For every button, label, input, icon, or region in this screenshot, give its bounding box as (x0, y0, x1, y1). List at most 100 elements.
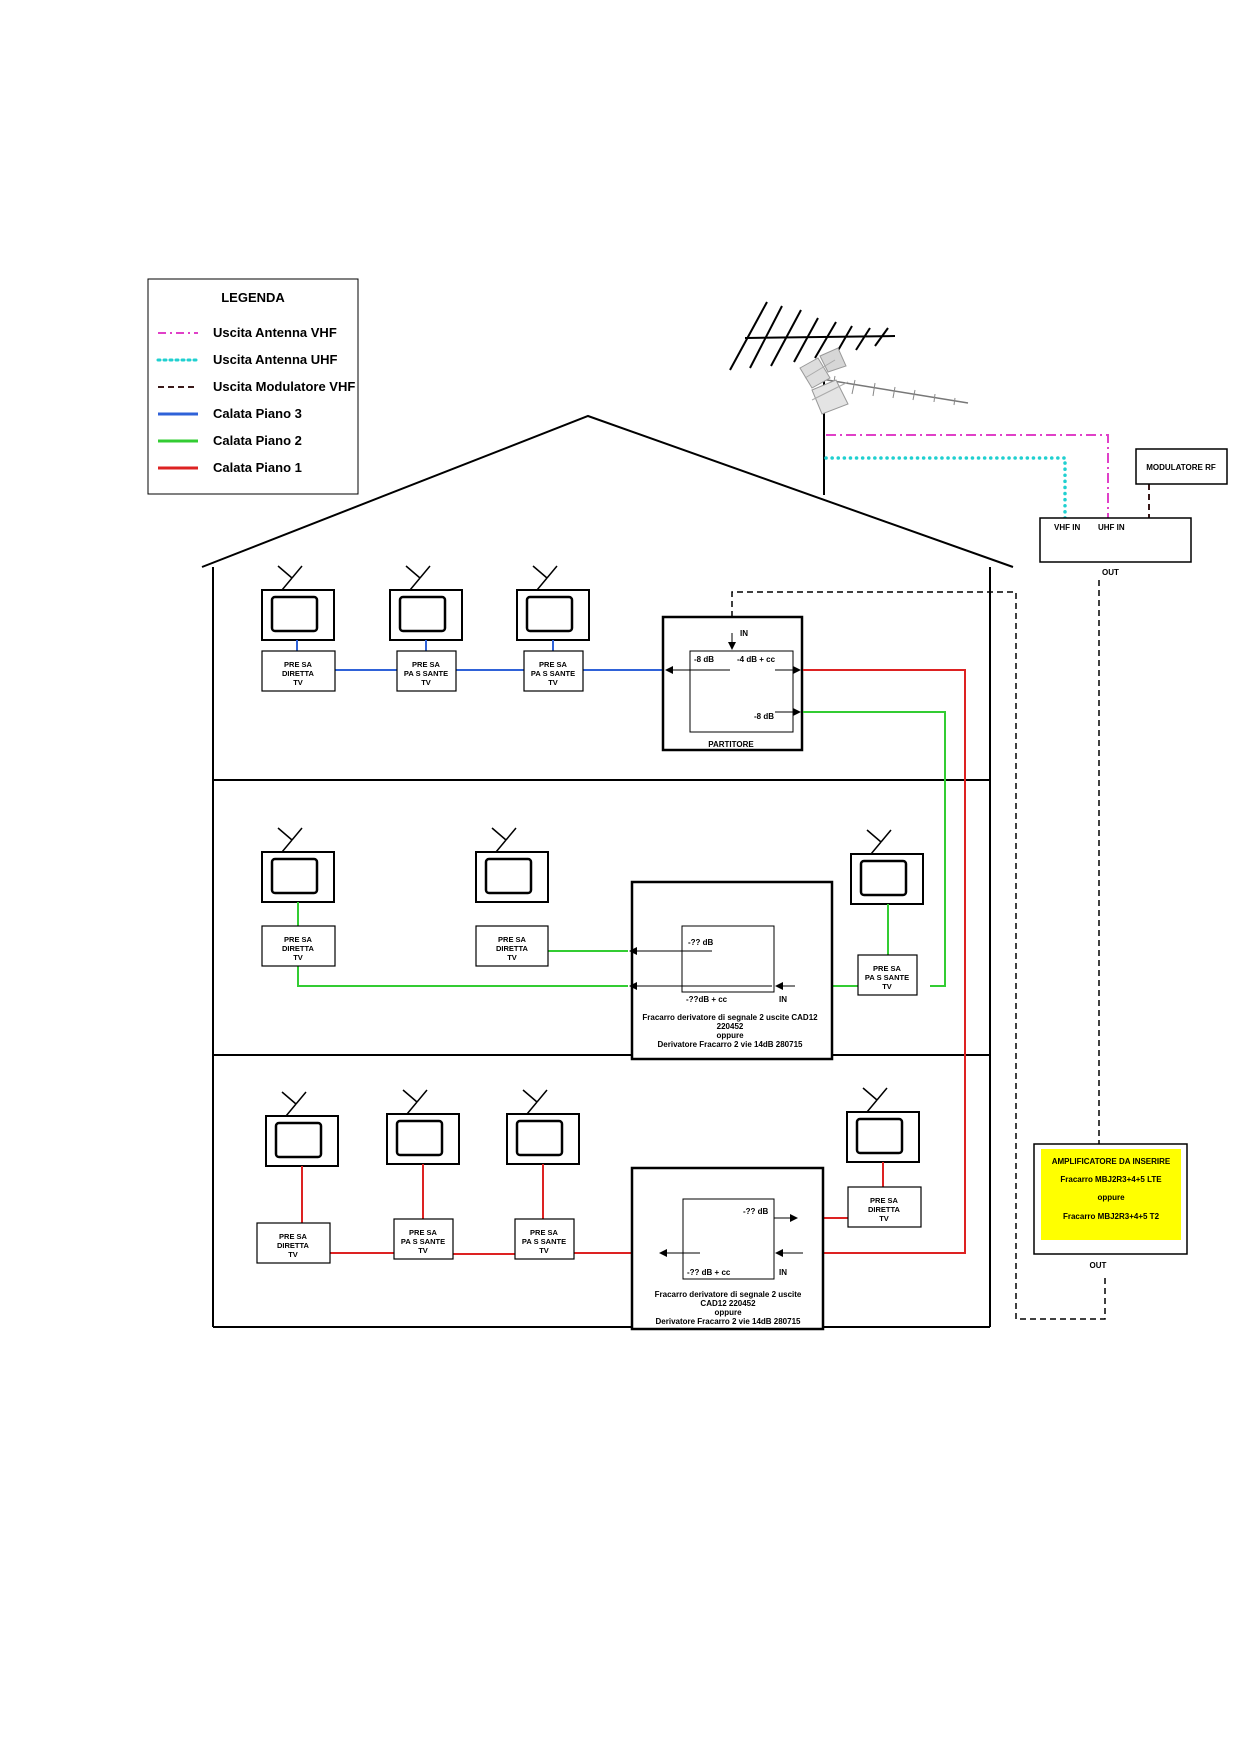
amplifier-title: AMPLIFICATORE DA INSERIRE (1052, 1157, 1171, 1166)
tap1-desc-3: oppure (714, 1308, 742, 1317)
svg-text:PRE SA: PRE SA (498, 935, 527, 944)
head-amp-uhf-in: UHF IN (1098, 523, 1125, 532)
house-outline (201, 414, 1014, 1328)
socket-pass-through: PRE SA PA S SANTE TV (523, 650, 584, 692)
amplifier-option-2: Fracarro MBJ2R3+4+5 T2 (1063, 1212, 1160, 1221)
tap1-desc-1: Fracarro derivatore di segnale 2 uscite (655, 1290, 802, 1299)
socket-direct: PRE SA DIRETTA TV (261, 650, 336, 692)
svg-text:PRE SA: PRE SA (539, 660, 568, 669)
tv-icon (845, 1086, 921, 1164)
svg-text:DIRETTA: DIRETTA (868, 1205, 901, 1214)
socket-direct: PRE SA DIRETTA TV (256, 1222, 331, 1264)
socket-pass-through: PRE SA PA S SANTE TV (396, 650, 457, 692)
vhf-antenna-line (826, 434, 1109, 518)
floor2-riser (803, 711, 946, 987)
svg-text:TV: TV (293, 953, 303, 962)
legend-title: LEGENDA (221, 290, 285, 305)
modulator-rf-box: MODULATORE RF (1135, 448, 1228, 485)
tap-box-floor-2: -?? dB -??dB + cc IN Fracarro derivatore… (629, 880, 834, 1061)
splitter-right-top: -4 dB + cc (737, 655, 776, 664)
tap2-through-value: -??dB + cc (686, 995, 728, 1004)
svg-text:TV: TV (539, 1246, 549, 1255)
svg-text:PRE SA: PRE SA (284, 660, 313, 669)
amplifier-highlight (1041, 1149, 1181, 1240)
svg-text:PRE SA: PRE SA (873, 964, 902, 973)
svg-text:PRE SA: PRE SA (284, 935, 313, 944)
head-amp-vhf-in: VHF IN (1054, 523, 1080, 532)
floor-1: PRE SA DIRETTA TV PRE SA PA S SANTE TV P… (256, 1086, 922, 1331)
tv-icon (515, 564, 591, 642)
amplifier-option-1: Fracarro MBJ2R3+4+5 LTE (1060, 1175, 1162, 1184)
socket-direct: PRE SA DIRETTA TV (475, 925, 549, 967)
splitter-in: IN (740, 629, 748, 638)
svg-text:TV: TV (507, 953, 517, 962)
svg-text:PRE SA: PRE SA (409, 1228, 438, 1237)
floor-3: PRE SA DIRETTA TV PRE SA PA S SANTE TV P… (260, 564, 966, 1254)
svg-text:TV: TV (548, 678, 558, 687)
antenna-icon (729, 301, 969, 495)
legend-label-floor1: Calata Piano 1 (213, 460, 302, 475)
svg-text:TV: TV (293, 678, 303, 687)
tv-icon (264, 1090, 340, 1168)
uhf-antenna-line (824, 456, 1067, 520)
head-amp-out: OUT (1102, 568, 1119, 577)
svg-text:DIRETTA: DIRETTA (282, 944, 315, 953)
amplifier-or: oppure (1097, 1193, 1125, 1202)
tv-icon (385, 1088, 461, 1166)
svg-text:TV: TV (288, 1250, 298, 1259)
tap1-in: IN (779, 1268, 787, 1277)
tap2-desc-1: Fracarro derivatore di segnale 2 uscite … (642, 1013, 818, 1022)
tap1-tap-value: -?? dB (743, 1207, 769, 1216)
tv-icon (849, 828, 925, 906)
roof (201, 414, 1014, 568)
tap1-through-value: -?? dB + cc (687, 1268, 731, 1277)
tap-box-floor-1: -?? dB -?? dB + cc IN Fracarro derivator… (630, 1166, 825, 1331)
svg-text:PA S SANTE: PA S SANTE (531, 669, 575, 678)
legend-label-uhf: Uscita Antenna UHF (213, 352, 338, 367)
tv-icon (388, 564, 464, 642)
svg-text:PRE SA: PRE SA (870, 1196, 899, 1205)
svg-text:TV: TV (882, 982, 892, 991)
svg-text:PA S SANTE: PA S SANTE (865, 973, 909, 982)
legend-label-floor2: Calata Piano 2 (213, 433, 302, 448)
tv-icon (260, 826, 336, 904)
socket-direct: PRE SA DIRETTA TV (847, 1186, 922, 1228)
tv-icon (505, 1088, 581, 1166)
svg-text:DIRETTA: DIRETTA (282, 669, 315, 678)
amplifier-out: OUT (1090, 1261, 1107, 1270)
svg-text:TV: TV (879, 1214, 889, 1223)
svg-text:TV: TV (418, 1246, 428, 1255)
tv-icon (260, 564, 336, 642)
tap2-desc-3: oppure (716, 1031, 744, 1040)
tap2-in: IN (779, 995, 787, 1004)
splitter-box: IN -8 dB -4 dB + cc -8 dB PARTITORE (661, 615, 804, 752)
svg-text:PA S SANTE: PA S SANTE (401, 1237, 445, 1246)
amplifier-feed-line (731, 591, 1106, 1320)
socket-direct: PRE SA DIRETTA TV (261, 925, 336, 967)
tv-icon (474, 826, 550, 904)
splitter-title: PARTITORE (708, 740, 754, 749)
splitter-right-bottom: -8 dB (754, 712, 774, 721)
splitter-left-out: -8 dB (694, 655, 714, 664)
svg-text:TV: TV (421, 678, 431, 687)
svg-text:PRE SA: PRE SA (530, 1228, 559, 1237)
legend-label-modulator: Uscita Modulatore VHF (213, 379, 355, 394)
svg-text:DIRETTA: DIRETTA (496, 944, 529, 953)
socket-pass-through: PRE SA PA S SANTE TV (857, 954, 918, 996)
inline-amplifier-box: AMPLIFICATORE DA INSERIRE Fracarro MBJ2R… (1033, 1143, 1188, 1270)
tap2-desc-4: Derivatore Fracarro 2 vie 14dB 280715 (658, 1040, 804, 1049)
svg-text:PRE SA: PRE SA (412, 660, 441, 669)
socket-pass-through: PRE SA PA S SANTE TV (514, 1218, 575, 1260)
legend-label-vhf: Uscita Antenna VHF (213, 325, 337, 340)
svg-text:PA S SANTE: PA S SANTE (522, 1237, 566, 1246)
tap2-desc-2: 220452 (717, 1022, 744, 1031)
modulator-label: MODULATORE RF (1146, 463, 1216, 472)
floor-2: PRE SA DIRETTA TV PRE SA DIRETTA TV PRE … (260, 826, 925, 1061)
floor1-riser (803, 669, 966, 1254)
svg-text:DIRETTA: DIRETTA (277, 1241, 310, 1250)
svg-text:PA S SANTE: PA S SANTE (404, 669, 448, 678)
socket-pass-through: PRE SA PA S SANTE TV (393, 1218, 454, 1260)
tap2-tap-value: -?? dB (688, 938, 714, 947)
tap1-desc-2: CAD12 220452 (700, 1299, 756, 1308)
